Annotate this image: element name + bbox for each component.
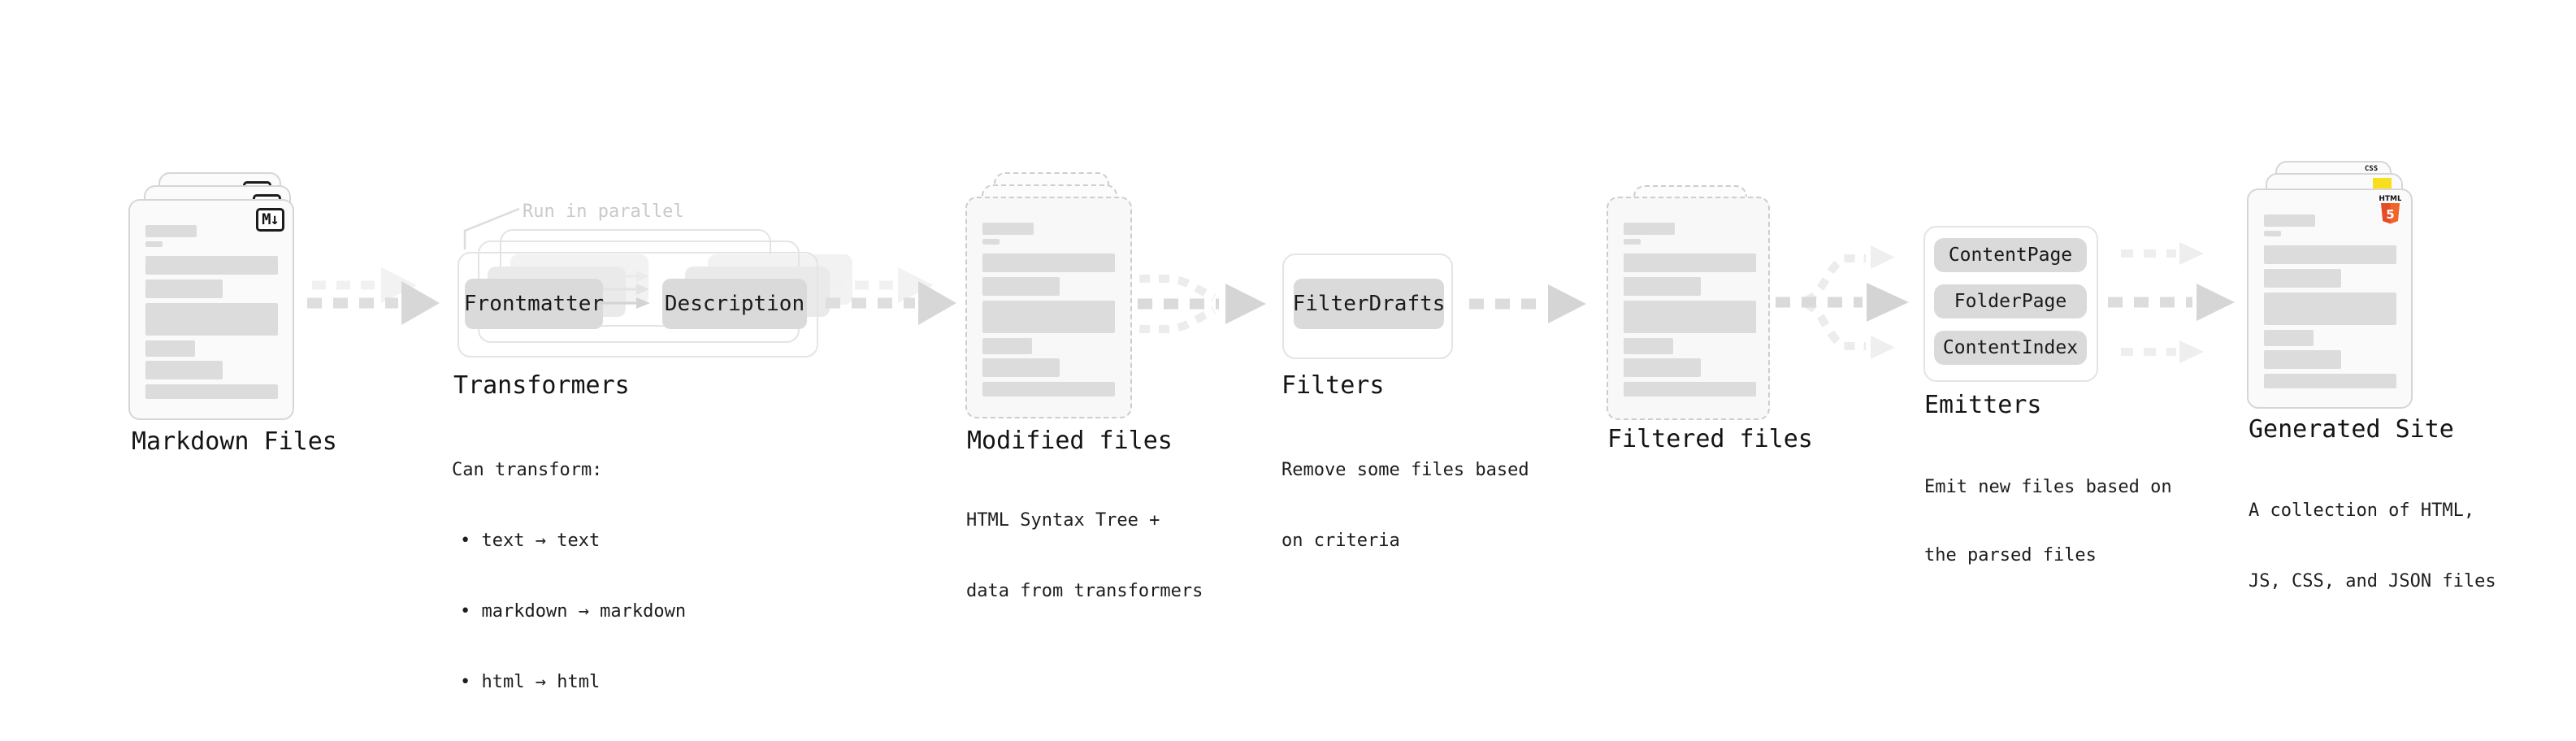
placeholder-bar: [982, 254, 1115, 272]
filterdrafts-node: FilterDrafts: [1293, 279, 1445, 329]
placeholder-bar: [145, 303, 278, 336]
placeholder-bar: [145, 225, 197, 237]
placeholder-bar: [2264, 292, 2396, 325]
placeholder-bar: [1624, 239, 1641, 245]
can-transform-line: Can transform:: [452, 460, 603, 480]
placeholder-bar: [982, 223, 1034, 235]
arrow-filters-to-filtered: [1469, 284, 1586, 323]
generated-site-description: A collection of HTML, JS, CSS, and JSON …: [2249, 452, 2496, 640]
description-node: Description: [662, 279, 807, 329]
javascript-icon: [2373, 178, 2392, 189]
placeholder-bar: [1624, 301, 1756, 333]
placeholder-bar: [145, 241, 163, 247]
bullet-line: • markdown → markdown: [460, 601, 687, 622]
transformer-layer-front: [458, 252, 818, 358]
placeholder-bar: [2264, 350, 2341, 369]
placeholder-bar: [982, 301, 1115, 333]
placeholder-bar: [982, 239, 1000, 245]
filters-description: Remove some files based on criteria: [1281, 411, 1529, 600]
generated-site-label: Generated Site: [2249, 415, 2454, 444]
html5-icon-number: 5: [2386, 207, 2394, 222]
placeholder-bar: [1624, 382, 1756, 396]
placeholder-bar: [2264, 374, 2396, 388]
html5-shield-right: [2390, 203, 2400, 224]
placeholder-bar: [1624, 223, 1675, 235]
placeholder-bar: [145, 340, 195, 357]
description-line: the parsed files: [1924, 545, 2097, 566]
arrow-markdown-to-transformers: [307, 267, 440, 325]
description-line: JS, CSS, and JSON files: [2249, 571, 2496, 592]
emitters-description: Emit new files based on the parsed files: [1924, 431, 2172, 613]
placeholder-bar: [2264, 269, 2341, 288]
markdown-files-label: Markdown Files: [132, 427, 337, 456]
frontmatter-node: Frontmatter: [464, 279, 604, 329]
filtered-files-label: Filtered files: [1607, 425, 1813, 453]
file-content-placeholder: [145, 225, 278, 399]
placeholder-bar: [145, 384, 278, 399]
filtered-file-card-front: [1607, 197, 1770, 420]
modified-files-description: HTML Syntax Tree + data from transformer…: [966, 462, 1203, 650]
description-line: HTML Syntax Tree +: [966, 510, 1160, 531]
modified-file-card-front: [965, 197, 1132, 418]
placeholder-bar: [1624, 358, 1701, 377]
emitters-heading: Emitters: [1924, 391, 2042, 419]
arrows-emitters-to-generated: [2108, 242, 2235, 363]
description-line: on criteria: [1281, 531, 1400, 551]
css-icon-label: CSS: [2364, 165, 2379, 173]
placeholder-bar: [145, 280, 223, 298]
placeholder-bar: [2264, 330, 2314, 346]
run-in-parallel-annotation: Run in parallel: [523, 202, 684, 222]
file-content-placeholder: [1624, 223, 1756, 396]
markdown-file-card-front: M↓: [128, 199, 294, 420]
markdown-icon: M↓: [256, 208, 284, 232]
transformers-heading: Transformers: [453, 371, 630, 400]
contentpage-node: ContentPage: [1934, 238, 2087, 272]
filters-heading: Filters: [1281, 371, 1385, 400]
placeholder-bar: [982, 358, 1060, 377]
arrow-modified-to-filters-merge: [1138, 275, 1266, 333]
contentindex-node: ContentIndex: [1934, 331, 2087, 365]
arrow-filtered-to-emitters-split: [1776, 245, 1909, 359]
html5-icon-word: HTML: [2379, 195, 2401, 203]
placeholder-bar: [2264, 231, 2281, 236]
placeholder-bar: [982, 338, 1032, 354]
placeholder-bar: [1624, 338, 1673, 354]
modified-files-label: Modified files: [967, 427, 1173, 455]
placeholder-bar: [1624, 277, 1701, 296]
html5-icon: HTML 5: [2379, 193, 2402, 229]
placeholder-bar: [982, 277, 1060, 296]
folderpage-node: FolderPage: [1934, 284, 2087, 318]
placeholder-bar: [145, 361, 223, 379]
generated-file-card-front: HTML 5: [2247, 188, 2413, 409]
placeholder-bar: [1624, 254, 1756, 272]
placeholder-bar: [2264, 245, 2396, 264]
transformers-description: Can transform: • text → text • markdown …: [452, 411, 686, 741]
description-line: Remove some files based: [1281, 460, 1529, 480]
placeholder-bar: [982, 382, 1115, 396]
placeholder-bar: [2264, 214, 2315, 227]
pipeline-diagram-canvas: { "stages": { "markdown_files": { "label…: [128, 161, 2496, 692]
bullet-line: • html → html: [460, 672, 601, 692]
description-line: data from transformers: [966, 581, 1203, 601]
file-content-placeholder: [982, 223, 1115, 396]
file-content-placeholder: [2264, 214, 2396, 388]
description-line: A collection of HTML,: [2249, 500, 2475, 521]
bullet-line: • text → text: [460, 531, 601, 551]
description-line: Emit new files based on: [1924, 477, 2172, 497]
placeholder-bar: [145, 256, 278, 275]
